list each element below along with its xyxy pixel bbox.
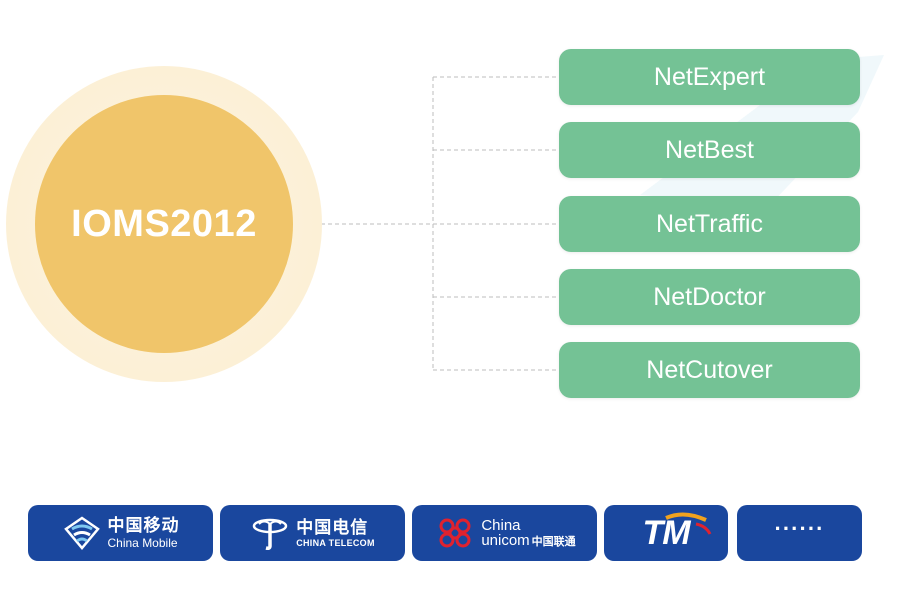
logo-china-telecom: 中国电信 CHINA TELECOM bbox=[220, 505, 405, 561]
operator-cn-name: 中国移动 bbox=[107, 516, 180, 535]
logo-more: ······ bbox=[737, 505, 862, 561]
center-node-label: IOMS2012 bbox=[71, 202, 257, 245]
module-netdoctor: NetDoctor bbox=[559, 269, 860, 325]
logo-tm: TM bbox=[604, 505, 728, 561]
operator-cn-name: 中国联通 bbox=[531, 536, 576, 548]
module-netbest: NetBest bbox=[559, 122, 860, 178]
operator-en-name: China Mobile bbox=[107, 536, 178, 550]
center-node: IOMS2012 bbox=[35, 95, 293, 353]
module-label: NetTraffic bbox=[656, 209, 763, 238]
more-operators-ellipsis: ······ bbox=[774, 516, 825, 541]
tm-icon bbox=[665, 512, 712, 535]
operator-cn-name: 中国电信 bbox=[296, 517, 369, 537]
module-nettraffic: NetTraffic bbox=[559, 196, 860, 252]
operator-en-name: TM bbox=[642, 513, 690, 552]
operator-en-name-line2: unicom bbox=[481, 532, 530, 549]
module-label: NetExpert bbox=[653, 62, 766, 91]
module-label: NetDoctor bbox=[653, 282, 766, 311]
module-netexpert: NetExpert bbox=[559, 49, 860, 105]
module-label: NetCutover bbox=[646, 355, 773, 384]
china-telecom-icon bbox=[252, 518, 288, 550]
operator-en-name: CHINA TELECOM bbox=[296, 537, 375, 548]
module-label: NetBest bbox=[665, 135, 754, 164]
logo-china-mobile: 中国移动 China Mobile bbox=[28, 505, 213, 561]
module-netcutover: NetCutover bbox=[559, 342, 860, 398]
logo-china-unicom: China unicom 中国联通 bbox=[412, 505, 597, 561]
china-mobile-icon bbox=[63, 516, 100, 550]
operator-en-name-line1: China bbox=[481, 517, 521, 534]
china-unicom-icon bbox=[439, 518, 471, 548]
